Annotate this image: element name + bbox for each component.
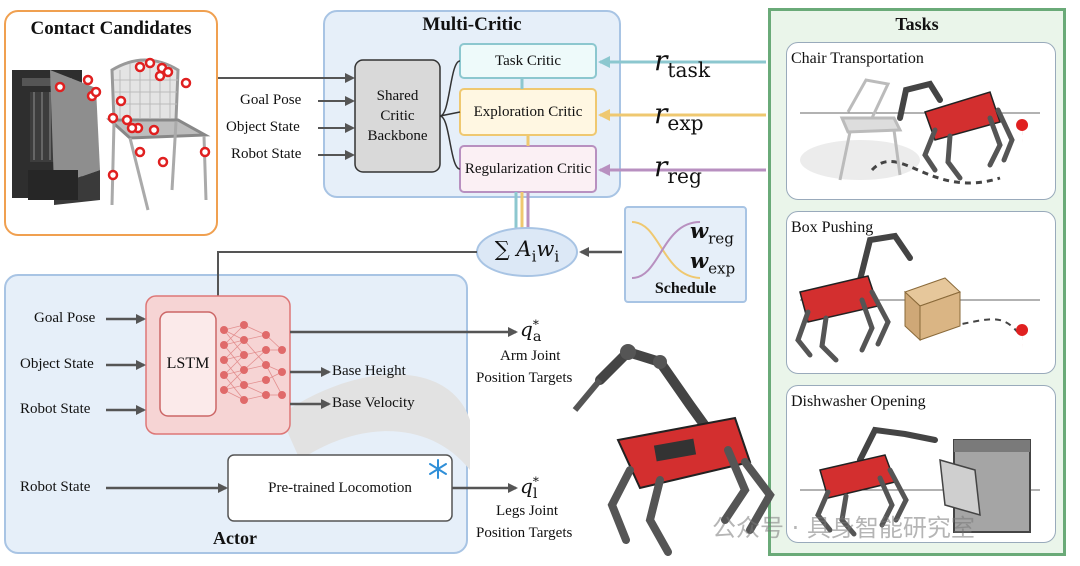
task-chair-transportation: Chair Transportation [791,50,924,67]
schedule-weight-reg: wreg [690,218,734,248]
regularization-critic-label: Regularization Critic [464,160,592,177]
critic-input-goal-pose: Goal Pose [240,92,302,108]
arm-target-line1: Arm Joint [500,348,561,364]
shared-critic-backbone-label: Shared Critic Backbone [367,87,428,145]
legs-target-line2: Position Targets [476,525,573,541]
exploration-critic-label: Exploration Critic [473,103,583,120]
legs-target-line1: Legs Joint [496,503,559,519]
schedule-weight-exp: wexp [690,248,736,278]
arm-target-symbol: q*a [520,317,542,346]
task-box-pushing: Box Pushing [791,219,874,236]
pretrained-locomotion-label: Pre-trained Locomotion [268,479,412,496]
box-task-illustration [795,232,1040,363]
schedule-title: Schedule [654,280,717,297]
dishwasher-task-illustration [800,426,1040,537]
schedule-panel [624,206,747,303]
snowflake-icon [429,459,447,479]
goal-marker-icon [1016,119,1029,143]
swoosh-decoration [280,374,470,470]
task-dishwasher-opening: Dishwasher Opening [791,393,926,410]
schedule-curve-purple [631,221,701,279]
actor-input-object-state: Object State [20,356,94,372]
chair-task-illustration [800,78,1040,185]
lstm-label: LSTM [166,355,210,373]
output-base-velocity: Base Velocity [332,395,415,411]
reward-task: rtask [654,44,711,83]
actor-input-goal-pose: Goal Pose [34,310,96,326]
output-base-height: Base Height [332,363,406,379]
locomotion-input-robot-state: Robot State [20,479,91,495]
contact-candidates-title: Contact Candidates [30,18,192,39]
critic-input-object-state: Object State [226,119,300,135]
task-critic-label: Task Critic [494,52,562,69]
arm-target-line2: Position Targets [476,370,573,386]
tasks-title: Tasks [895,14,939,34]
multi-critic-title: Multi-Critic [422,14,522,35]
critic-input-robot-state: Robot State [231,146,302,162]
contact-points [54,57,211,181]
neural-net-graphic [220,321,286,404]
robot-illustration [572,344,775,556]
reward-reg: rreg [654,150,702,189]
actor-input-robot-state: Robot State [20,401,91,417]
advantage-sum-label: ∑ Aiwi [494,237,560,266]
lstm-box [159,311,217,417]
chair-illustration [106,58,211,211]
goal-marker-icon [1016,324,1029,348]
dishwasher-illustration [12,70,100,205]
reward-exp: rexp [654,97,704,136]
watermark-text: 公众号 · 具身智能研究室 [712,514,975,542]
legs-target-symbol: q*l [520,474,539,503]
actor-title: Actor [213,528,257,548]
